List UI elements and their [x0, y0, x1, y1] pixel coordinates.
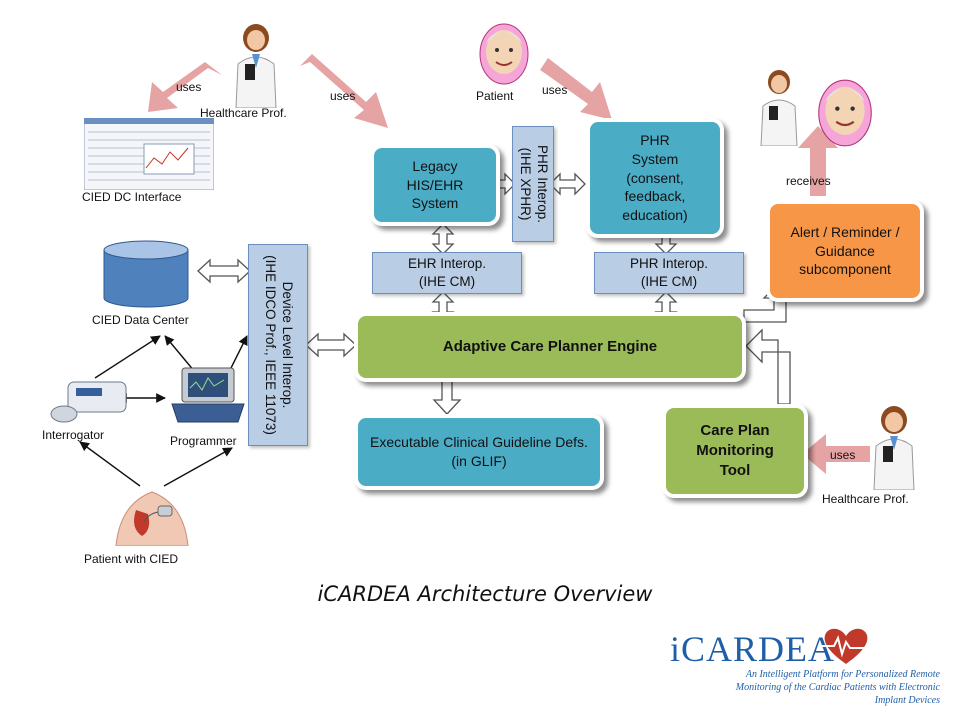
cied-dc-interface-screenshot: [84, 118, 214, 190]
alert-reminder-guidance-box: Alert / Reminder / Guidance subcomponent: [766, 200, 924, 302]
clinical-guideline-defs-box: Executable Clinical Guideline Defs. (in …: [354, 414, 604, 490]
healthcare-prof-top-label: Healthcare Prof.: [200, 106, 287, 120]
logo-tagline: An Intelligent Platform for Personalized…: [735, 669, 940, 706]
uses-label-2: uses: [330, 89, 356, 103]
receives-label: receives: [786, 174, 831, 188]
device-level-interop-text: Device Level Interop. (IHE IDCO Prof., I…: [263, 255, 295, 435]
healthcare-prof-bottom-figure: [873, 406, 915, 490]
device-lines: [79, 335, 248, 487]
programmer-device-icon: [171, 367, 245, 423]
uses-arrow-hp-to-dc: [148, 62, 222, 112]
patient-top-label: Patient: [476, 89, 514, 103]
uses-label-4: uses: [830, 448, 856, 462]
double-arrow-datacenter-device: [197, 258, 251, 284]
receives-arrow: [798, 126, 838, 196]
patient-top-figure: [479, 23, 529, 85]
healthcare-prof-top-figure: [235, 24, 277, 108]
dc-interface-label: CIED DC Interface: [82, 190, 182, 204]
database-cylinder-icon: [103, 240, 189, 308]
healthcare-prof-right-figure: [760, 70, 798, 146]
uses-arrow-patient-to-phr: [540, 58, 612, 120]
legacy-his-ehr-box: Legacy HIS/EHR System: [370, 144, 500, 226]
uses-label-1: uses: [176, 80, 202, 94]
data-center-label: CIED Data Center: [92, 313, 189, 327]
figure-caption: iCARDEA Architecture Overview: [317, 582, 653, 606]
phr-interop-box: PHR Interop. (IHE CM): [594, 252, 744, 294]
arrow-careplan-engine: [745, 328, 791, 405]
uses-arrow-hp-to-legacy: [300, 54, 388, 128]
heart-ecg-icon: [822, 628, 870, 664]
ehr-interop-box: EHR Interop. (IHE CM): [372, 252, 522, 294]
arrow-engine-guideline: [432, 377, 462, 415]
programmer-label: Programmer: [170, 434, 237, 448]
uses-label-3: uses: [542, 83, 568, 97]
interrogator-device-icon: [50, 381, 127, 423]
double-arrow-legacy-ehr: [431, 223, 455, 255]
phr-interop-xphr-box: PHR Interop. (IHE XPHR): [512, 126, 554, 242]
care-plan-monitoring-tool-box: Care Plan Monitoring Tool: [662, 404, 808, 498]
healthcare-prof-bottom-label: Healthcare Prof.: [822, 492, 909, 506]
uses-arrow-hp-to-careplan: [802, 434, 870, 474]
interrogator-label: Interrogator: [42, 428, 105, 442]
double-arrow-device-engine: [305, 332, 357, 358]
uses-arrows: [148, 54, 870, 474]
adaptive-care-planner-engine-box: Adaptive Care Planner Engine: [354, 312, 746, 382]
phr-system-box: PHR System (consent, feedback, education…: [586, 118, 724, 238]
patient-with-cied-illustration: [115, 491, 189, 546]
icardea-logo: iCARDEA An Intelligent Platform for Pers…: [670, 626, 940, 716]
device-level-interop-box: Device Level Interop. (IHE IDCO Prof., I…: [248, 244, 308, 446]
double-arrow-phrinterop-phr: [549, 172, 586, 196]
phr-interop-xphr-text: PHR Interop. (IHE XPHR): [518, 144, 550, 224]
patient-right-figure: [818, 79, 872, 147]
patient-with-cied-label: Patient with CIED: [84, 552, 179, 566]
logo-wordmark: iCARDEA: [670, 629, 836, 669]
